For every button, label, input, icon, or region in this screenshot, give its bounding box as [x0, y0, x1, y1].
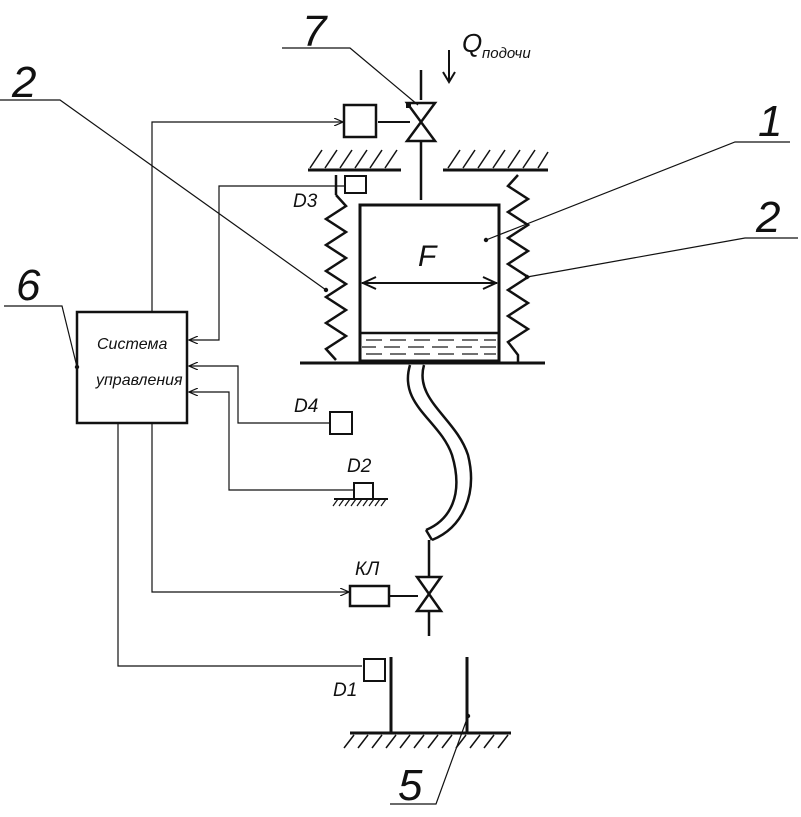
callout-7: 7: [302, 7, 328, 56]
flexible-hose: [406, 364, 473, 636]
callout-6: 6: [16, 261, 41, 310]
line-to-outlet-valve: [151, 423, 349, 592]
inlet-valve-actuator: [342, 103, 378, 139]
line-from-d4: [189, 366, 330, 424]
line-from-d3: [189, 185, 345, 340]
control-system-line2: управления: [95, 372, 183, 389]
line-to-inlet-valve: [151, 122, 343, 312]
leader-lines: [0, 47, 798, 805]
sensor-d4-label: D4: [294, 396, 318, 417]
sensor-d2-label: D2: [347, 456, 372, 477]
signal-lines: [117, 122, 362, 667]
ceiling-support: [308, 149, 549, 172]
sensor-d3: [344, 175, 367, 194]
area-dimension: [360, 276, 499, 290]
right-bellows: [505, 174, 531, 362]
control-system-line1: Система: [97, 336, 167, 353]
outlet-valve-actuator: [348, 584, 391, 608]
inlet-valve: [378, 101, 438, 143]
callout-5: 5: [398, 761, 423, 810]
tank: [358, 203, 501, 363]
line-from-d1: [117, 423, 362, 667]
callout-2-left: 2: [11, 58, 36, 107]
line-from-d2: [189, 392, 354, 491]
sensor-d4: [329, 411, 353, 435]
tank-liquid: [360, 331, 499, 355]
sensor-d1: [363, 658, 386, 682]
sensor-d2-ground: [332, 498, 388, 507]
sensor-d2: [353, 482, 374, 500]
flow-subscript: подочи: [482, 45, 531, 62]
callout-1: 1: [758, 97, 782, 146]
callout-2-right: 2: [755, 193, 780, 242]
left-bellows: [323, 175, 349, 361]
control-system-box: [75, 310, 189, 425]
flow-arrow: [442, 50, 456, 84]
area-label: F: [418, 240, 438, 273]
flow-symbol: Q: [462, 28, 482, 58]
leader-dots: [74, 237, 530, 719]
sensor-d1-label: D1: [333, 680, 357, 701]
sensor-d3-label: D3: [293, 191, 318, 212]
floor: [343, 731, 511, 749]
outlet-valve: [390, 575, 444, 613]
outlet-valve-label: КЛ: [355, 559, 380, 580]
